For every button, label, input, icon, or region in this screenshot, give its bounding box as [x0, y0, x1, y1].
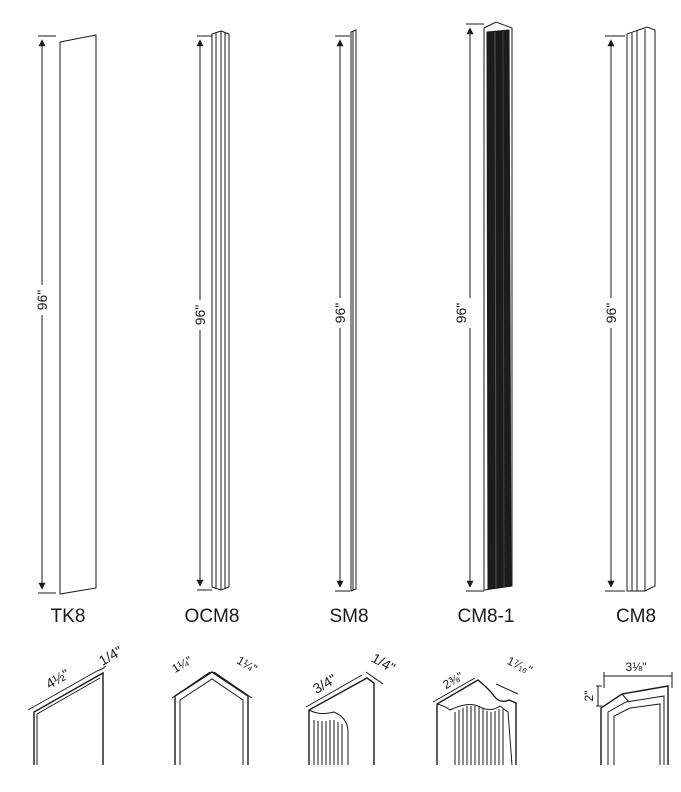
ocm8-height-label: 96"	[192, 305, 208, 326]
cm8-profile: 3⅛" 2"	[582, 660, 673, 765]
product-ocm8: 96" OCM8 1¼" 1¼"	[169, 30, 260, 765]
sm8-height-dimension: 96"	[330, 35, 350, 592]
cm8-height-label: 96"	[603, 303, 619, 324]
cm8-name: CM8	[616, 606, 656, 627]
sm8-profile-flutes	[313, 720, 343, 765]
product-tk8: 96" TK8 4½" 1/4"	[27, 34, 125, 765]
sm8-profile: 3/4" 1/4"	[305, 650, 398, 765]
ocm8-profile-right-label: 1¼"	[234, 653, 259, 676]
cm8-1-profile-width-label: 2⅜"	[440, 669, 465, 692]
sm8-profile-thickness-label: 1/4"	[369, 650, 398, 676]
cm8-profile-width-label: 3⅛"	[626, 660, 647, 674]
sm8-name: SM8	[329, 606, 368, 627]
cm8-height-dimension: 96"	[600, 35, 625, 592]
ocm8-profile-left-label: 1¼"	[169, 653, 194, 676]
product-cm8: 96" CM8 3⅛" 2"	[582, 26, 673, 765]
ocm8-elevation	[211, 30, 230, 591]
cm8-elevation	[626, 26, 656, 592]
tk8-name: TK8	[51, 606, 86, 627]
tk8-height-label: 96"	[34, 290, 50, 311]
cm8-1-elevation	[483, 21, 513, 591]
tk8-profile: 4½" 1/4"	[27, 643, 125, 765]
cm8-1-profile-flutes	[454, 706, 504, 765]
tk8-height-dimension: 96"	[32, 35, 56, 594]
cm8-1-profile: 2⅜" 1⁷⁄₁₆"	[432, 654, 535, 766]
sm8-height-label: 96"	[332, 303, 348, 324]
product-sm8: 96" SM8 3/4" 1/4"	[305, 29, 398, 765]
product-cm8-1: 96" CM8-1 2⅜" 1	[432, 21, 535, 766]
cm8-1-profile-height-label: 1⁷⁄₁₆"	[505, 654, 535, 678]
tk8-elevation	[59, 34, 97, 595]
cm8-1-height-label: 96"	[453, 303, 469, 324]
cm8-1-name: CM8-1	[457, 606, 514, 627]
tk8-profile-thickness-label: 1/4"	[96, 643, 125, 669]
ocm8-height-dimension: 96"	[190, 35, 212, 591]
cm8-1-height-dimension: 96"	[453, 23, 484, 592]
cm8-profile-height-label: 2"	[582, 691, 596, 702]
sm8-profile-width-label: 3/4"	[310, 671, 339, 697]
ocm8-name: OCM8	[185, 606, 240, 627]
ocm8-profile: 1¼" 1¼"	[169, 653, 260, 765]
sm8-elevation	[350, 29, 357, 592]
